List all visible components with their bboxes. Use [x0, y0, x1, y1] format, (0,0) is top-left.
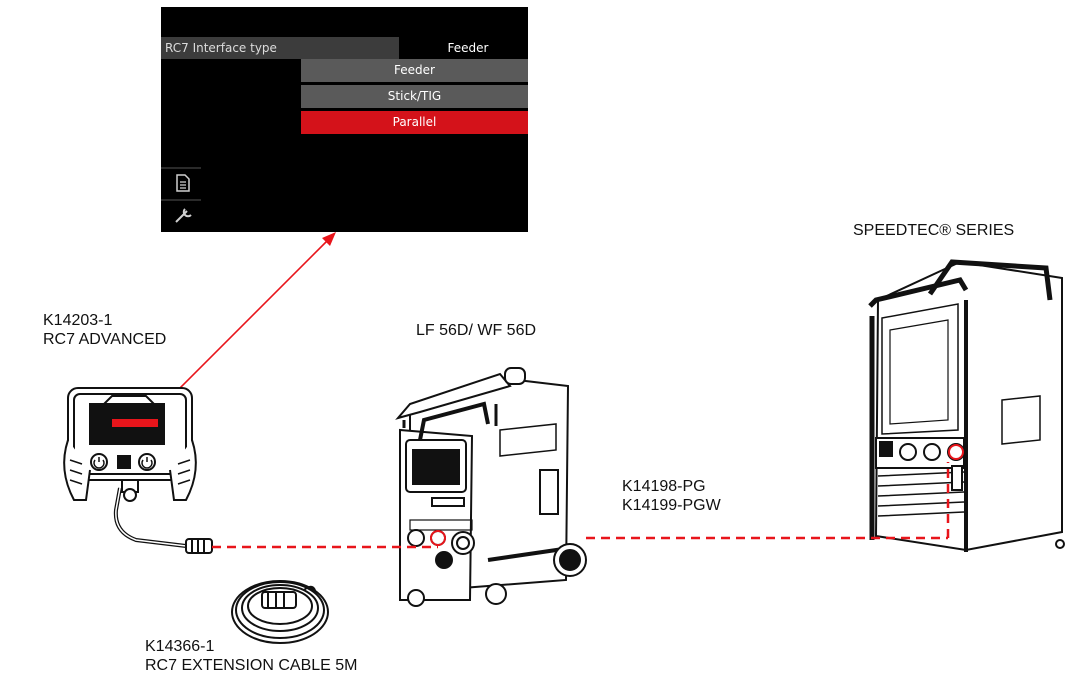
extension-part-number: K14366-1	[145, 638, 215, 655]
zoom-leader-arrow	[156, 232, 336, 412]
screen-header-value: Feeder	[447, 41, 489, 55]
screen-side-divider	[161, 167, 201, 169]
rc7-part-number: K14203-1	[43, 312, 113, 329]
option-feeder-label: Feeder	[394, 63, 435, 77]
cable-part-number-1: K14198-PG	[622, 478, 706, 495]
document-icon[interactable]	[173, 173, 193, 198]
cable-part-number-2: K14199-PGW	[622, 497, 721, 514]
option-parallel[interactable]: Parallel	[301, 111, 528, 134]
wire-feeder-drawing	[395, 367, 587, 607]
wrench-icon[interactable]	[173, 205, 195, 230]
option-parallel-label: Parallel	[392, 115, 437, 129]
extension-cable-drawing	[231, 580, 329, 644]
option-feeder[interactable]: Feeder	[301, 59, 528, 82]
screen-side-divider-2	[161, 199, 201, 201]
feeder-name: LF 56D/ WF 56D	[416, 322, 537, 339]
power-source-connector-highlight	[948, 444, 964, 460]
screen-header-label	[161, 37, 399, 59]
rc7-screen-zoom: RC7 Interface type Feeder Feeder Stick/T…	[161, 7, 528, 232]
connection-lines	[212, 462, 950, 549]
power-source-name: SPEEDTEC® SERIES	[853, 222, 1015, 239]
rc7-pendant-drawing	[63, 387, 213, 554]
option-stick-tig-label: Stick/TIG	[387, 89, 442, 103]
extension-name: RC7 EXTENSION CABLE 5M	[145, 657, 358, 674]
screen-header-label-text: RC7 Interface type	[165, 41, 277, 55]
power-source-drawing	[868, 259, 1065, 552]
option-stick-tig[interactable]: Stick/TIG	[301, 85, 528, 108]
feeder-connector-highlight	[430, 530, 446, 546]
rc7-name: RC7 ADVANCED	[43, 331, 167, 348]
